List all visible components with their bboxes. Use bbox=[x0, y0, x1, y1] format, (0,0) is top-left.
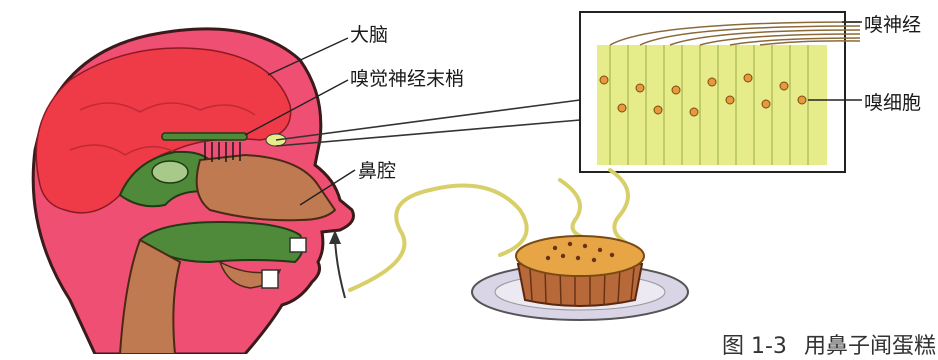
olfactory-bulb bbox=[162, 133, 247, 140]
figure-number: 图 1-3 bbox=[722, 328, 787, 360]
label-brain: 大脑 bbox=[350, 20, 388, 47]
olfactory-epithelium bbox=[597, 45, 827, 165]
label-olfactory-nerve: 嗅神经 bbox=[864, 10, 921, 37]
label-olfactory-cells: 嗅细胞 bbox=[864, 88, 921, 115]
cake-top bbox=[516, 236, 644, 276]
figure-caption: 用鼻子闻蛋糕 bbox=[804, 328, 936, 360]
label-olfactory-nerve-endings: 嗅觉神经末梢 bbox=[350, 64, 464, 91]
label-nasal-cavity: 鼻腔 bbox=[358, 156, 396, 183]
airflow-arrow bbox=[335, 238, 345, 298]
